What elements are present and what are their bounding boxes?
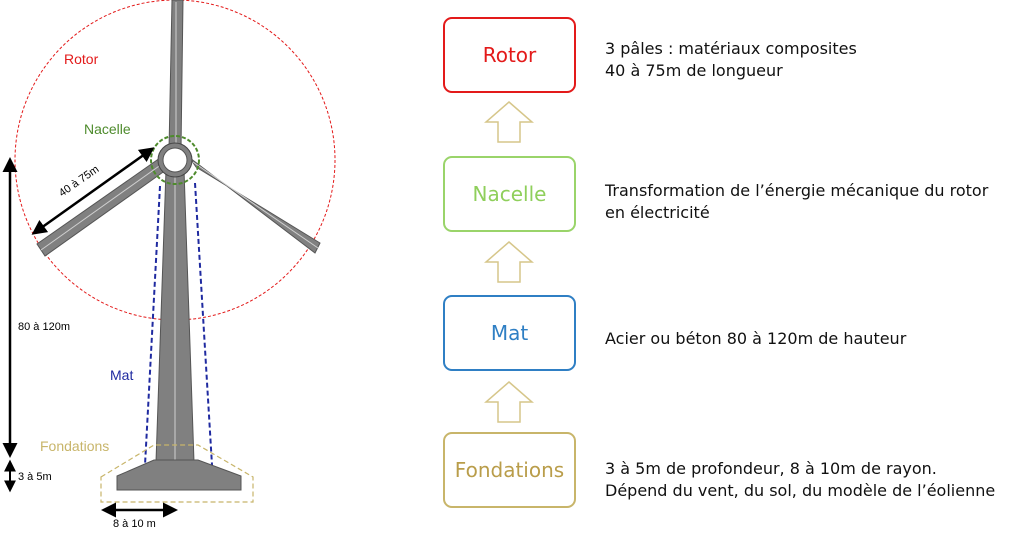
blade-length-arrow bbox=[31, 147, 155, 235]
nacelle-box-label: Nacelle bbox=[472, 182, 547, 206]
nacelle-description: Transformation de l’énergie mécanique du… bbox=[605, 180, 988, 224]
mat-description: Acier ou béton 80 à 120m de hauteur bbox=[605, 328, 906, 350]
label-foundation-radius: 8 à 10 m bbox=[113, 518, 156, 530]
rotor-description: 3 pâles : matériaux composites 40 à 75m … bbox=[605, 38, 857, 82]
fondations-box-label: Fondations bbox=[454, 458, 565, 482]
fondations-description: 3 à 5m de profondeur, 8 à 10m de rayon. … bbox=[605, 458, 995, 502]
arrow-up-icon bbox=[484, 241, 534, 283]
rotor-description-line: 40 à 75m de longueur bbox=[605, 61, 783, 80]
rotor-description-line: 3 pâles : matériaux composites bbox=[605, 39, 857, 58]
nacelle-description-line: en électricité bbox=[605, 203, 710, 222]
wind-turbine-diagram: Rotor Nacelle Mat Fondations 40 à 75m 80… bbox=[2, 0, 336, 530]
mat-box-label: Mat bbox=[490, 321, 529, 345]
foundation-outline bbox=[100, 444, 254, 503]
rotor-box: Rotor bbox=[443, 17, 576, 93]
mat-box: Mat bbox=[443, 295, 576, 371]
arrow-up-icon bbox=[484, 381, 534, 423]
fondations-box: Fondations bbox=[443, 432, 576, 508]
fondations-description-line: Dépend du vent, du sol, du modèle de l’é… bbox=[605, 481, 996, 500]
blade-right bbox=[189, 157, 321, 254]
label-mat: Mat bbox=[110, 367, 133, 383]
mat-description-line: Acier ou béton 80 à 120m de hauteur bbox=[605, 329, 907, 348]
arrow-up-icon bbox=[484, 101, 534, 143]
label-fondations: Fondations bbox=[40, 438, 109, 454]
rotor-box-label: Rotor bbox=[482, 43, 537, 67]
mat-outline bbox=[144, 185, 161, 466]
label-blade-length: 40 à 75m bbox=[57, 163, 101, 199]
fondations-description-line: 3 à 5m de profondeur, 8 à 10m de rayon. bbox=[605, 459, 937, 478]
nacelle-description-line: Transformation de l’énergie mécanique du… bbox=[605, 181, 989, 200]
label-nacelle: Nacelle bbox=[84, 121, 131, 137]
nacelle-box: Nacelle bbox=[443, 156, 576, 232]
label-foundation-depth: 3 à 5m bbox=[18, 471, 52, 483]
label-rotor: Rotor bbox=[64, 51, 99, 67]
label-tower-height: 80 à 120m bbox=[18, 321, 70, 333]
foundation bbox=[116, 459, 242, 491]
